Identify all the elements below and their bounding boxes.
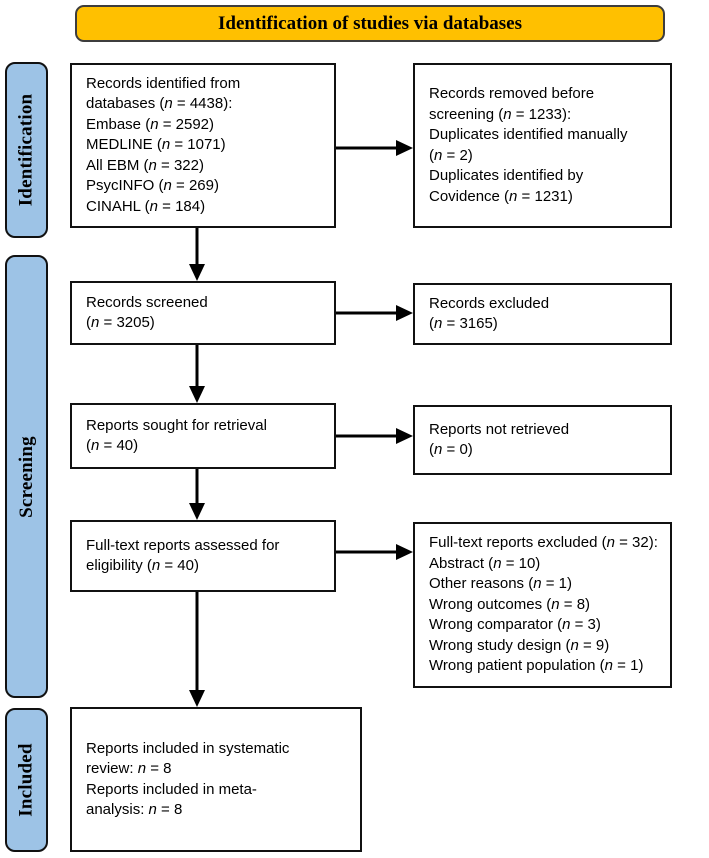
arrow-sought-to-assessed (189, 469, 205, 520)
box-reports-not-retrieved: Reports not retrieved(n = 0) (413, 405, 672, 475)
stage-label-screening: Screening (5, 255, 48, 698)
arrow-screened-to-sought (189, 345, 205, 403)
box-fulltext-excluded: Full-text reports excluded (n = 32):Abst… (413, 522, 672, 688)
arrow-sought-to-not-retrieved (336, 428, 413, 444)
arrow-identified-to-removed (336, 140, 413, 156)
box-records-excluded: Records excluded(n = 3165) (413, 283, 672, 345)
banner-title: Identification of studies via databases (75, 5, 665, 42)
stage-label-identification-text: Identification (15, 93, 37, 207)
stage-label-identification: Identification (5, 62, 48, 238)
box-reports-sought: Reports sought for retrieval(n = 40) (70, 403, 336, 469)
arrow-screened-to-excluded (336, 305, 413, 321)
arrow-assessed-to-included (189, 592, 205, 707)
stage-label-screening-text: Screening (15, 435, 37, 518)
box-records-screened: Records screened(n = 3205) (70, 281, 336, 345)
stage-label-included: Included (5, 708, 48, 852)
stage-label-included-text: Included (15, 743, 37, 817)
arrow-identified-to-screened (189, 228, 205, 281)
arrow-assessed-to-fulltext-excluded (336, 544, 413, 560)
